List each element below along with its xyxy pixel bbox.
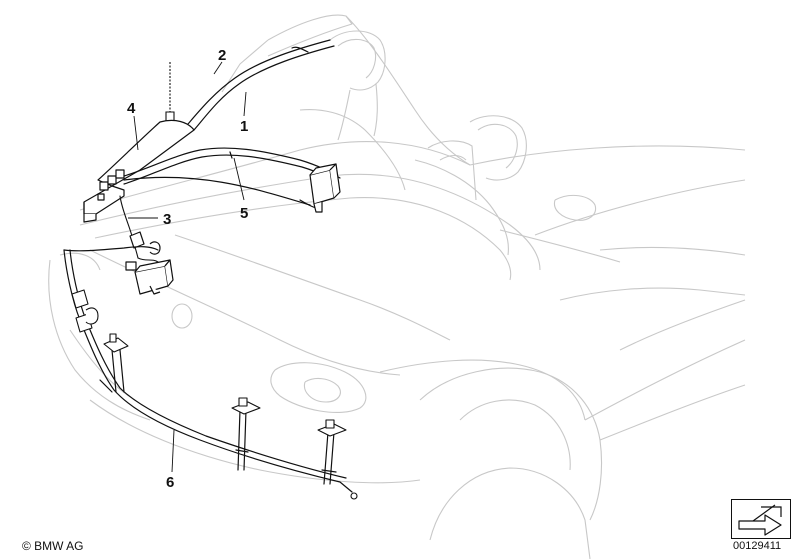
front-harness [63, 246, 353, 493]
leader-lines [128, 61, 247, 473]
antenna-mast [161, 62, 179, 131]
document-number: 00129411 [733, 540, 782, 552]
radio-connector [309, 163, 341, 213]
callout-2: 2 [218, 47, 226, 64]
callout-1: 1 [240, 118, 248, 135]
harness-clips [71, 289, 358, 500]
car-body-outline [48, 14, 746, 559]
antenna-cable [187, 39, 335, 131]
callout-6: 6 [166, 474, 174, 491]
copyright-text: © BMW AG [22, 539, 84, 553]
callout-4: 4 [127, 100, 136, 117]
callout-5: 5 [240, 205, 248, 222]
forward-arrow-icon[interactable] [731, 499, 791, 539]
callout-labels: 2 1 4 3 5 6 [127, 47, 248, 491]
callout-3: 3 [163, 211, 171, 228]
amplifier-module [83, 119, 195, 223]
control-module [125, 231, 174, 295]
